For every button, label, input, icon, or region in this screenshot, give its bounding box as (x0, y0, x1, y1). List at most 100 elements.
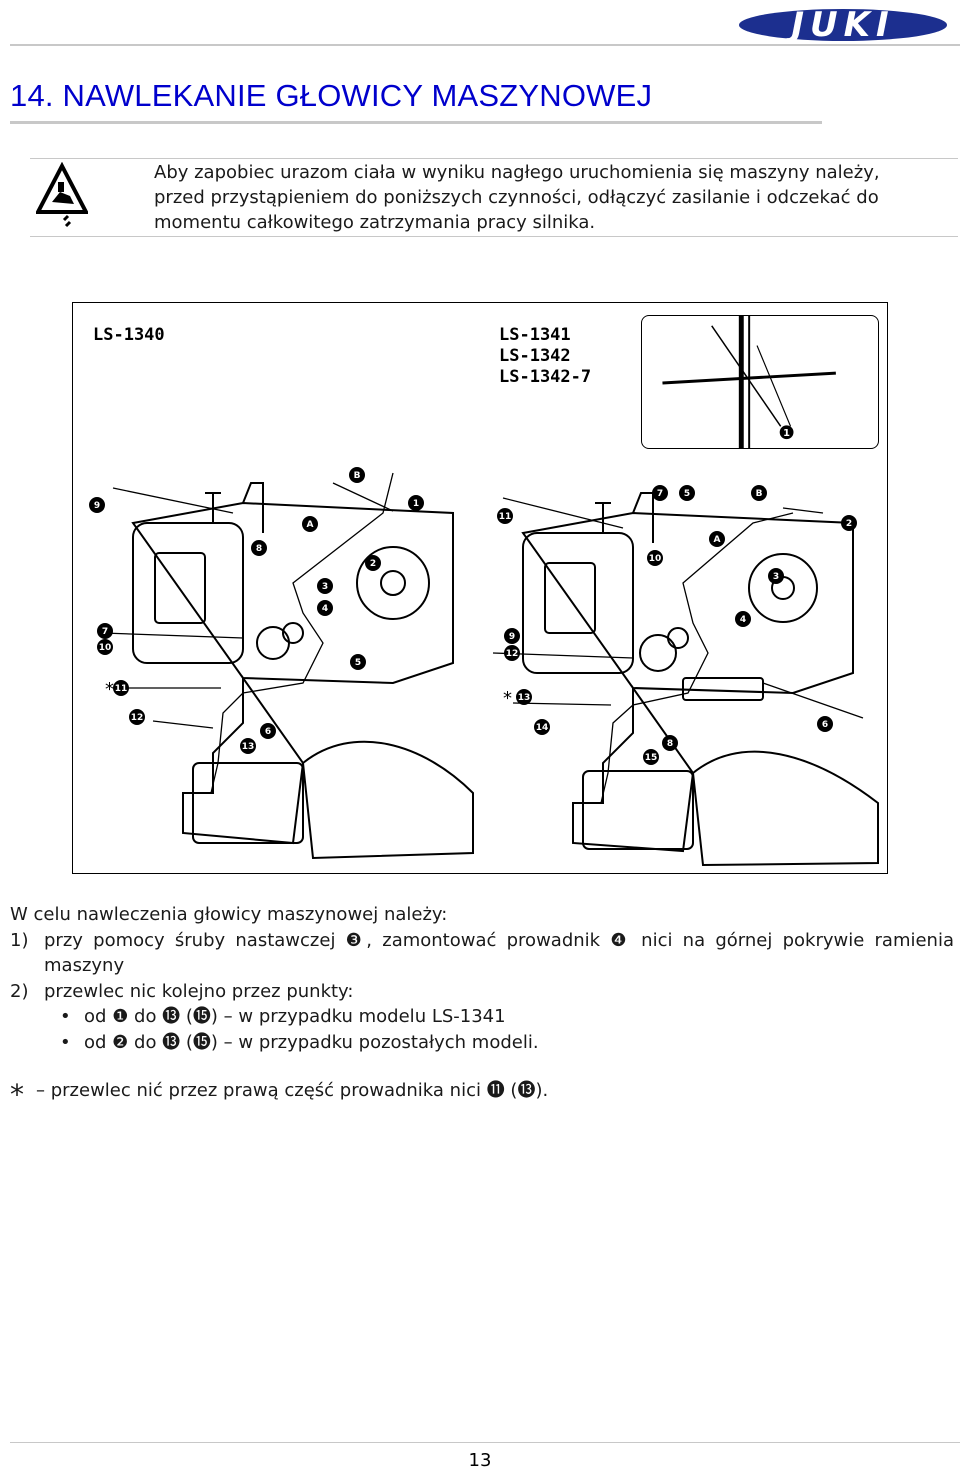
callout-label: 1 (783, 428, 790, 439)
svg-text:10: 10 (649, 554, 662, 564)
callout-marker: 8 (662, 735, 678, 751)
callout-marker: 4 (735, 611, 751, 627)
svg-text:3: 3 (773, 572, 779, 582)
title-underline (10, 121, 822, 124)
hand-crush-warning-icon (36, 162, 88, 228)
machine-drawing-left (102, 472, 474, 860)
callout-marker: 5 (350, 654, 366, 670)
list-item: od ❷ do ⓭ (⓯) – w przypadku pozostałych … (10, 1030, 954, 1056)
svg-text:2: 2 (370, 559, 376, 569)
svg-text:7: 7 (102, 627, 108, 637)
model-label: LS-1341 (499, 325, 571, 345)
callout-marker: 14 (534, 719, 550, 735)
warning-rule-bottom (30, 236, 958, 237)
star-mark: * (10, 1077, 24, 1111)
svg-text:9: 9 (509, 632, 515, 642)
callout-marker: 2 (841, 515, 857, 531)
svg-text:7: 7 (657, 489, 663, 499)
svg-text:3: 3 (322, 582, 328, 592)
star-mark: * (503, 688, 512, 709)
callout-marker: 6 (817, 716, 833, 732)
page-title: 14. NAWLEKANIE GŁOWICY MASZYNOWEJ (10, 78, 653, 113)
callout-marker: 3 (768, 568, 784, 584)
svg-text:10: 10 (99, 643, 112, 653)
svg-text:B: B (354, 471, 361, 481)
callout-marker: 5 (679, 485, 695, 501)
juki-logo: JUKI (739, 5, 947, 45)
callout-marker: B (349, 467, 365, 483)
svg-text:14: 14 (536, 723, 549, 733)
svg-text:6: 6 (822, 720, 828, 730)
model-label: LS-1342-7 (499, 367, 592, 387)
instructions: W celu nawleczenia głowicy maszynowej na… (10, 902, 954, 1109)
callout-marker: 11 (497, 508, 513, 524)
warning-rule-top (30, 158, 958, 159)
warning-text: Aby zapobiec urazom ciała w wyniku nagłe… (154, 160, 954, 235)
svg-text:11: 11 (499, 512, 512, 522)
step-1-text: przy pomocy śruby nastawczej ❸, zamontow… (44, 929, 954, 951)
step-2: 2) przewlec nic kolejno przez punkty: (10, 979, 954, 1005)
svg-text:12: 12 (131, 713, 144, 723)
callout-marker: 3 (317, 578, 333, 594)
callout-marker: 13 (516, 689, 532, 705)
callout-marker: 11 (113, 680, 129, 696)
step-2-text: przewlec nic kolejno przez punkty: (44, 980, 354, 1002)
svg-text:B: B (756, 489, 763, 499)
model-label: LS-1342 (499, 346, 571, 366)
svg-text:2: 2 (846, 519, 852, 529)
callout-layer: 9 B 1 A 8 2 3 4 7 10 5 11 12 6 13 11 7 5… (89, 467, 857, 765)
svg-text:9: 9 (94, 501, 100, 511)
svg-text:4: 4 (740, 615, 746, 625)
svg-text:5: 5 (684, 489, 690, 499)
callout-marker: A (709, 531, 725, 547)
machine-drawing-right (492, 492, 879, 867)
footer-rule (10, 1442, 960, 1443)
svg-text:15: 15 (645, 753, 658, 763)
callout-marker: 6 (260, 723, 276, 739)
svg-text:11: 11 (115, 684, 128, 694)
list-item: od ❶ do ⓭ (⓯) – w przypadku modelu LS-13… (10, 1004, 954, 1030)
callout-marker: A (302, 516, 318, 532)
svg-text:1: 1 (413, 499, 419, 509)
callout-marker (779, 425, 794, 440)
callout-marker: 7 (97, 623, 113, 639)
svg-text:13: 13 (518, 693, 531, 703)
callout-marker: 1 (408, 495, 424, 511)
step-number: 2) (10, 980, 29, 1002)
callout-marker: 12 (129, 709, 145, 725)
callout-marker: 9 (89, 497, 105, 513)
page-number: 13 (468, 1450, 492, 1471)
warning-line: przed przystąpieniem do poniższych czynn… (154, 187, 879, 208)
threading-diagram: LS-1340 LS-1341 LS-1342 LS-1342-7 1 (72, 302, 888, 874)
callout-marker: 12 (504, 645, 520, 661)
svg-text:A: A (307, 520, 314, 530)
step-number: 1) (10, 929, 29, 951)
callout-marker: 2 (365, 555, 381, 571)
svg-text:5: 5 (355, 658, 361, 668)
svg-text:4: 4 (322, 604, 328, 614)
warning-line: Aby zapobiec urazom ciała w wyniku nagłe… (154, 162, 880, 183)
svg-text:12: 12 (506, 649, 519, 659)
callout-marker: 7 (652, 485, 668, 501)
step-1: 1) przy pomocy śruby nastawczej ❸, zamon… (10, 928, 954, 979)
star-mark: * (105, 679, 114, 700)
callout-marker: 4 (317, 600, 333, 616)
callout-marker: 9 (504, 628, 520, 644)
callout-marker: 10 (97, 639, 113, 655)
callout-marker: 8 (251, 540, 267, 556)
warning-line: momentu całkowitego zatrzymania pracy si… (154, 212, 596, 233)
instructions-intro: W celu nawleczenia głowicy maszynowej na… (10, 904, 448, 925)
svg-text:A: A (714, 535, 721, 545)
svg-text:13: 13 (242, 742, 255, 752)
thread-stand-inset: 1 (641, 315, 879, 449)
model-label-left: LS-1340 (93, 325, 165, 345)
callout-marker: 15 (643, 749, 659, 765)
svg-text:8: 8 (256, 544, 262, 554)
header-rule (10, 44, 960, 46)
callout-marker: 13 (240, 738, 256, 754)
callout-marker: B (751, 485, 767, 501)
footnote-text: – przewlec nić przez prawą część prowadn… (36, 1079, 549, 1101)
footnote: * – przewlec nić przez prawą część prowad… (10, 1078, 954, 1109)
model-labels-right: LS-1341 LS-1342 LS-1342-7 (499, 325, 591, 388)
svg-text:JUKI: JUKI (785, 5, 894, 45)
